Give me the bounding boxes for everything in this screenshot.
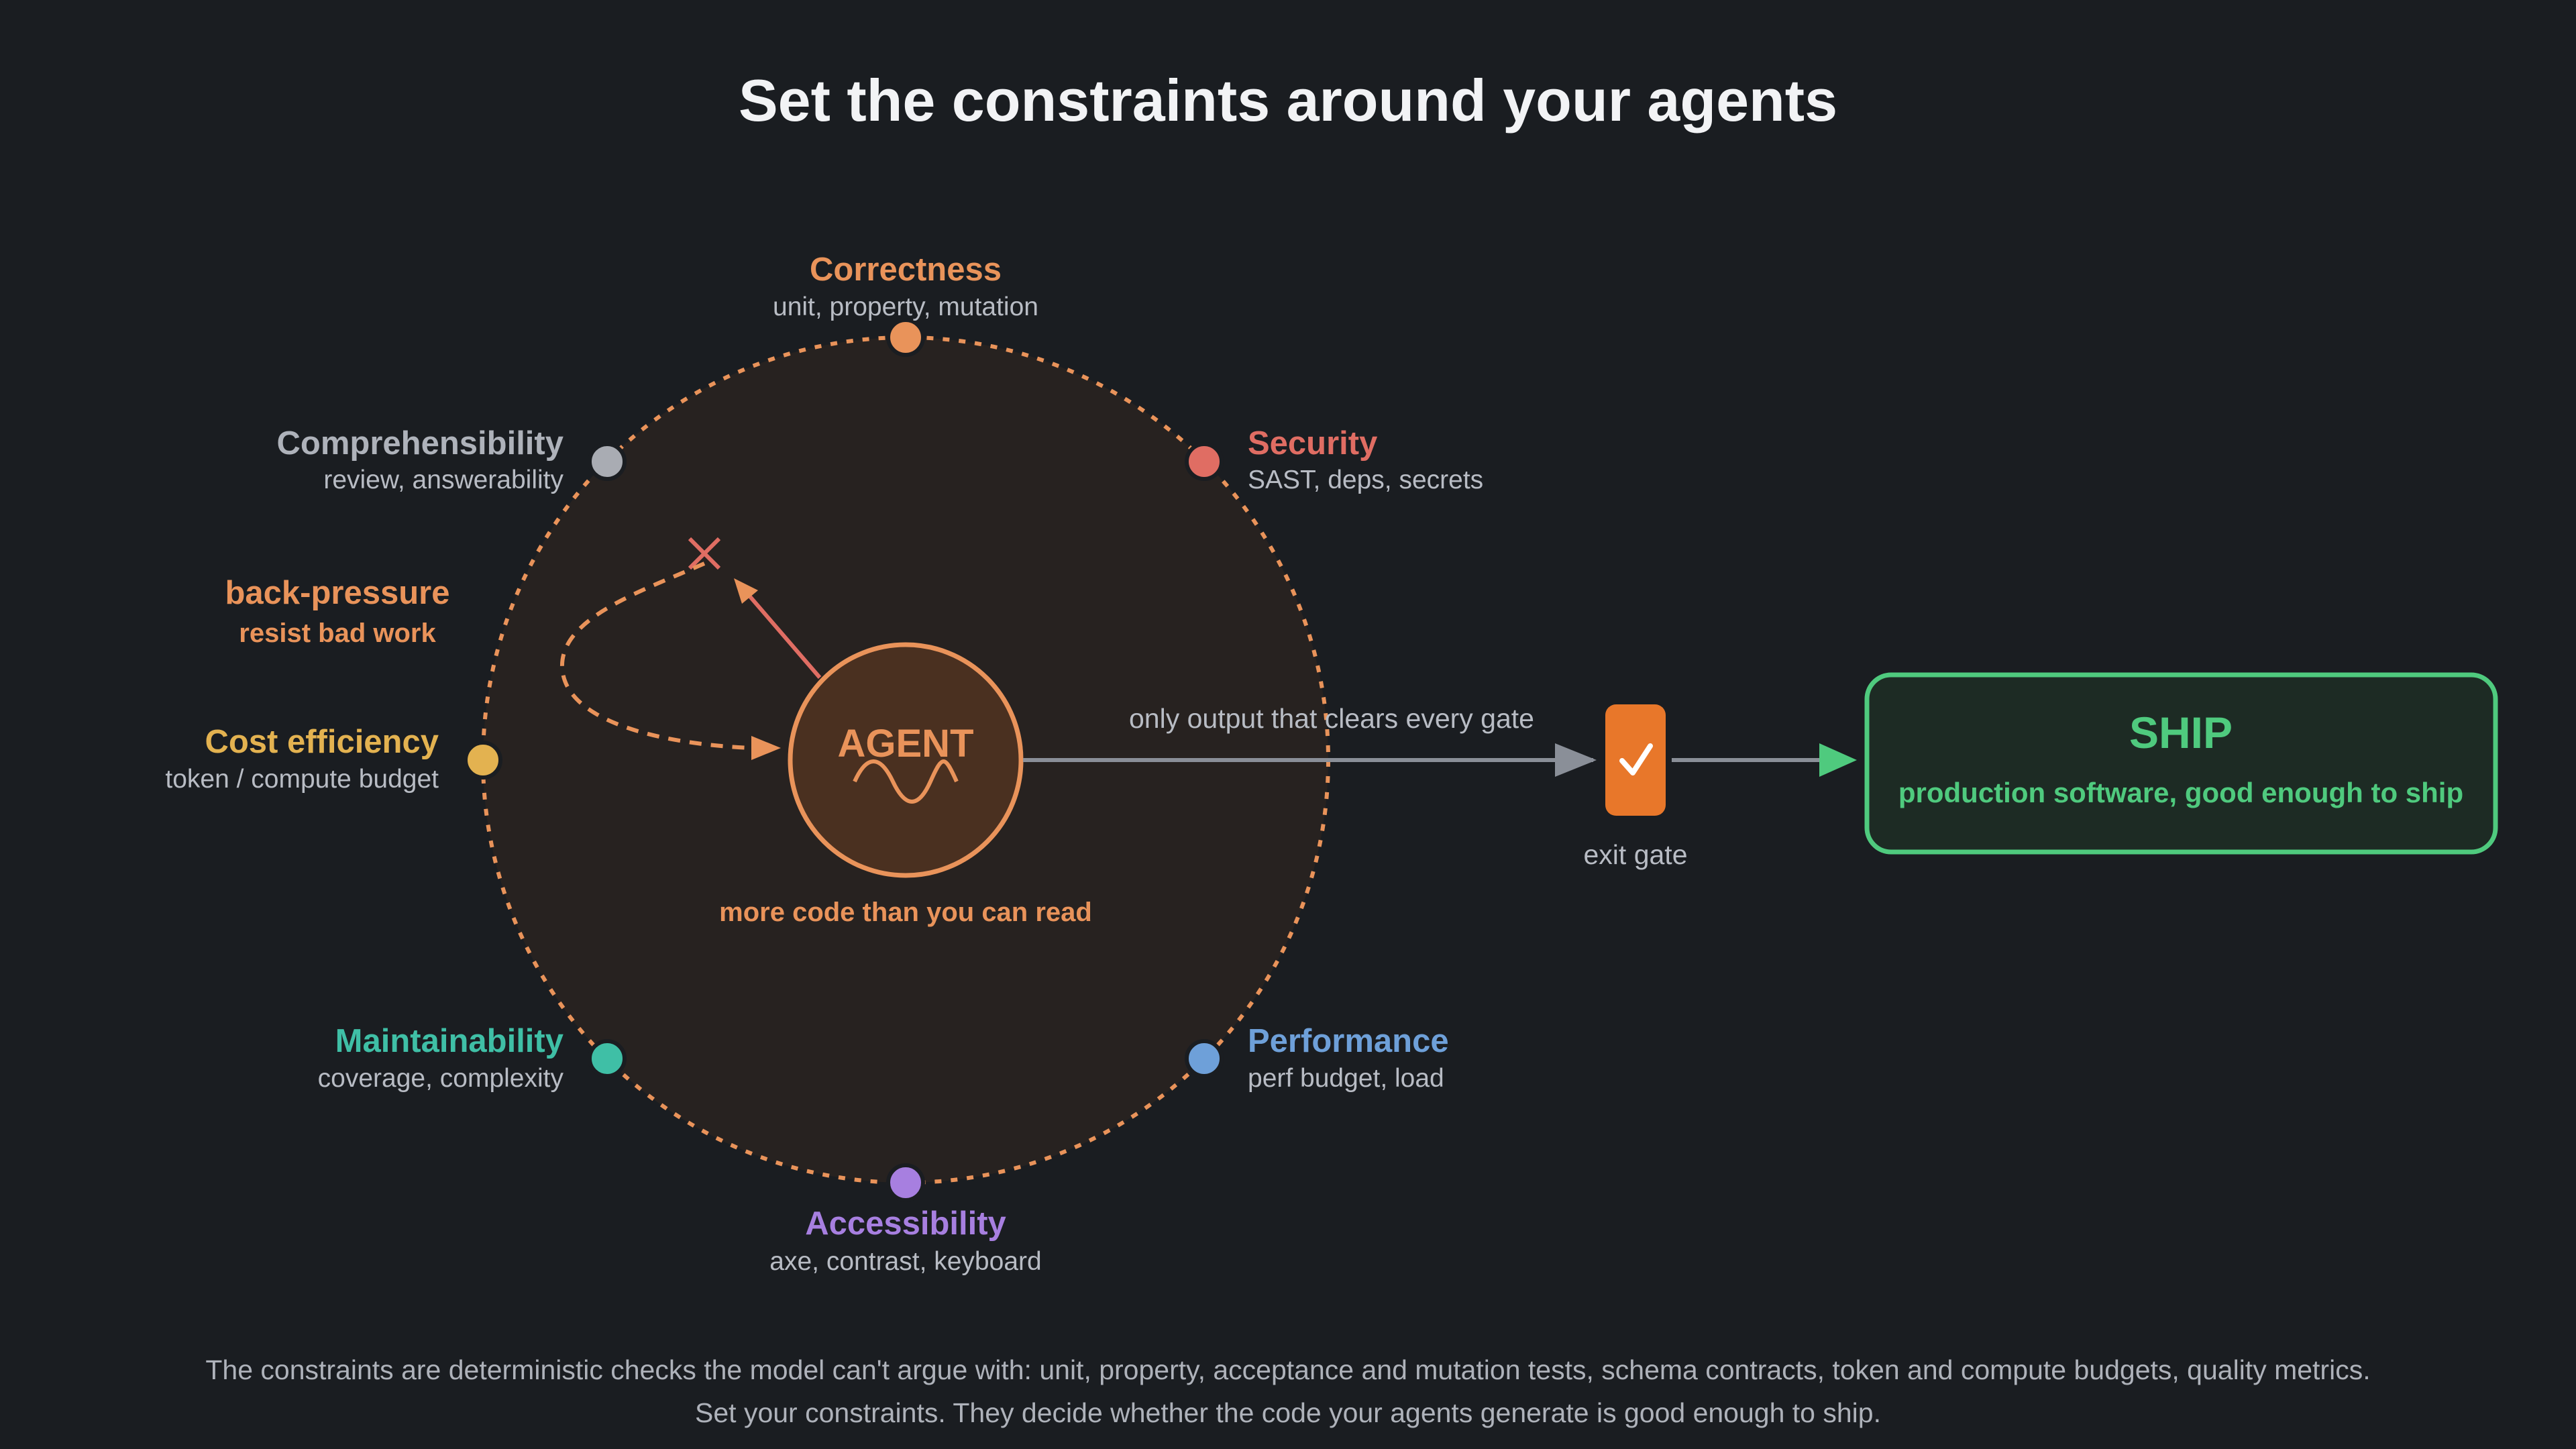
comprehensibility-label: Comprehensibility [277,425,564,462]
back-pressure-label: back-pressure [225,575,449,611]
page-title: Set the constraints around your agents [739,67,1837,133]
correctness-detail: unit, property, mutation [773,292,1038,321]
cost-efficiency-label: Cost efficiency [205,724,439,760]
maintainability-label: Maintainability [335,1023,564,1059]
footer-line-1: The constraints are deterministic checks… [205,1354,2370,1385]
agent-label: AGENT [838,722,974,765]
security-node[interactable] [1185,442,1224,481]
security-detail: SAST, deps, secrets [1248,466,1483,494]
back-pressure-detail: resist bad work [239,619,436,648]
agent-node[interactable]: AGENT [788,642,1024,878]
ship-flow-arrowhead [1819,743,1857,777]
maintainability-detail: coverage, complexity [318,1064,564,1093]
comprehensibility-node[interactable] [588,442,627,481]
ship-detail: production software, good enough to ship [1898,777,2463,808]
footer-line-2: Set your constraints. They decide whethe… [695,1397,1881,1428]
correctness-label: Correctness [810,252,1002,288]
performance-detail: perf budget, load [1248,1064,1444,1093]
cost-efficiency-detail: token / compute budget [165,765,439,794]
ship-box[interactable]: SHIP production software, good enough to… [1864,672,2498,855]
exit-gate[interactable] [1605,704,1666,816]
reject-x-icon [688,537,721,570]
accessibility-node[interactable] [886,1163,925,1202]
output-flow-arrowhead [1555,743,1597,777]
wave-icon [853,759,959,804]
performance-node[interactable] [1185,1039,1224,1078]
flow-label: only output that clears every gate [1129,703,1534,734]
correctness-node[interactable] [886,318,925,357]
ship-label: SHIP [2129,708,2233,757]
maintainability-node[interactable] [588,1039,627,1078]
accessibility-detail: axe, contrast, keyboard [769,1247,1041,1276]
rejected-output-arrow [743,589,822,679]
exit-gate-label: exit gate [1584,839,1688,870]
rejected-output-arrowhead [734,578,758,604]
cost-efficiency-node[interactable] [464,741,502,780]
performance-label: Performance [1248,1023,1449,1059]
back-pressure-loop [559,561,752,750]
agent-caption: more code than you can read [719,898,1092,927]
checkmark-icon [1619,743,1653,775]
back-pressure-arrowhead [751,736,781,760]
accessibility-label: Accessibility [805,1205,1006,1242]
security-label: Security [1248,425,1377,462]
comprehensibility-detail: review, answerability [323,466,564,494]
